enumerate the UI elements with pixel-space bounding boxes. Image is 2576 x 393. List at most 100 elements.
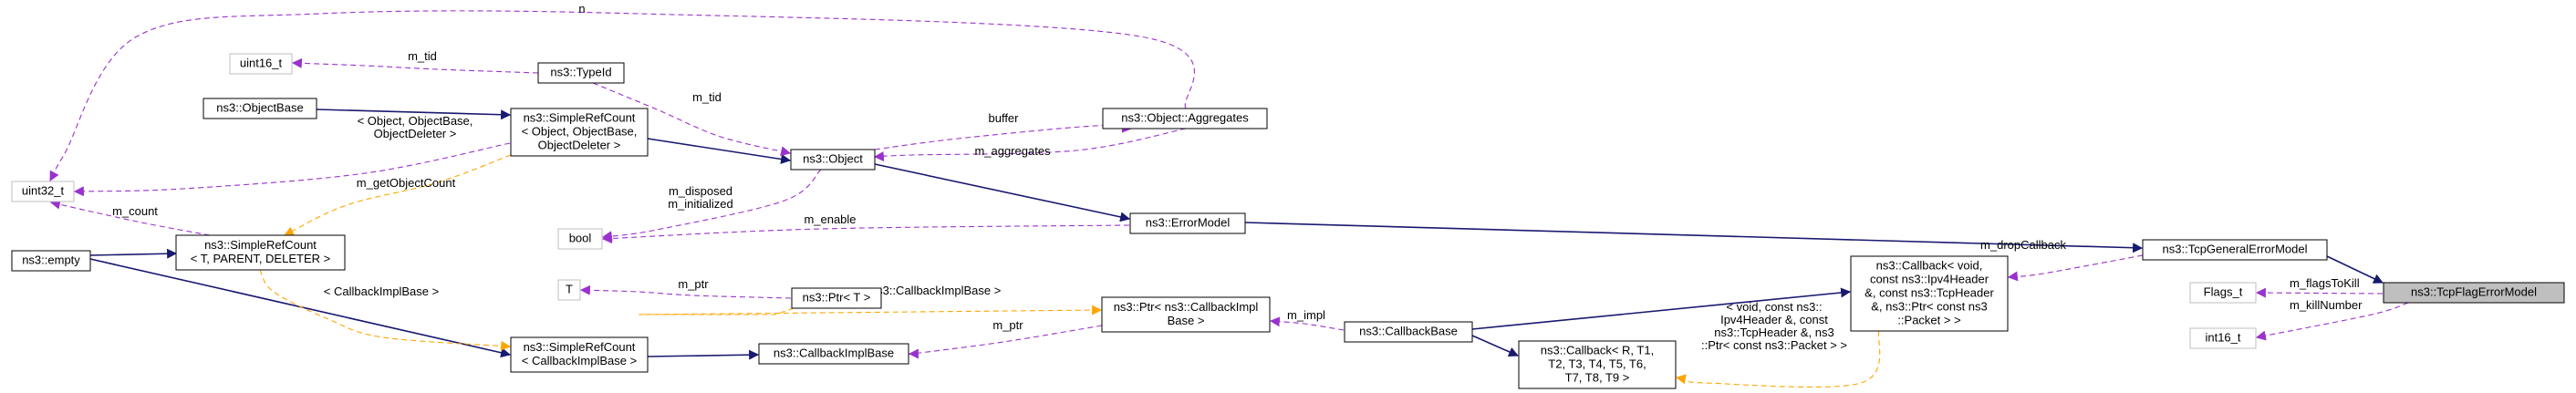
class-box [758,343,909,365]
edge-line [579,284,792,299]
class-name: uint32_t [22,184,65,198]
class-box [1344,321,1473,343]
edge-ptrcib-to-cbbase: m_impl [1269,308,1345,331]
class-node-flagst[interactable]: Flags_t [2189,282,2257,304]
class-name-line: ns3::SimpleRefCount [204,238,317,252]
class-node-tcpgeneral[interactable]: ns3::TcpGeneralErrorModel [2142,239,2328,261]
class-node-tnode[interactable]: T [557,279,581,301]
edge-line [647,138,792,164]
class-node-object[interactable]: ns3::Object [790,149,876,171]
edge-label: m_impl [1287,308,1325,322]
edge-label: m_flagsToKill [2290,276,2360,290]
edge-label-line: m_initialized [668,197,733,211]
class-node-srccib[interactable]: ns3::SimpleRefCount< CallbackImplBase > [510,336,649,373]
edge-line [2255,287,2384,298]
class-node-uint32[interactable]: uint32_t [11,181,75,202]
edge-line [638,305,1103,315]
class-node-cibase[interactable]: ns3::CallbackImplBase [758,343,909,365]
edge-line [2326,255,2384,284]
class-name-line: ns3::Ptr< ns3::CallbackImpl [1114,300,1259,314]
edge-label-line: m_impl [1287,308,1325,322]
edge-line [49,10,1195,181]
edge-line [592,82,792,157]
edge-cbvoid-to-tcpgeneral: m_dropCallback [1980,238,2144,282]
class-name-line: const ns3::Ipv4Header [1870,273,1989,286]
class-name-line: uint16_t [240,57,283,70]
class-node-typeid[interactable]: ns3::TypeId [537,62,625,84]
class-node-errormodel[interactable]: ns3::ErrorModel [1129,212,1246,234]
edge-cibase-to-ptrcib: m_ptr [904,318,1103,359]
class-name: ns3::empty [22,253,80,267]
class-node-uint16[interactable]: uint16_t [229,53,293,75]
class-node-ptrt[interactable]: ns3::Ptr< T > [791,287,882,309]
class-node-objectbase[interactable]: ns3::ObjectBase [203,98,317,119]
class-name: ns3::Callback< void,const ns3::Ipv4Heade… [1864,259,1994,327]
class-node-cbtpl[interactable]: ns3::Callback< R, T1,T2, T3, T4, T5, T6,… [1518,340,1677,389]
edge-objectbase-to-srcobj [316,109,512,120]
edge-cbbase-to-cbtpl [1471,335,1520,357]
edge-ptrt-to-ptrcib: < ns3::CallbackImplBase > [638,284,1103,315]
edge-label: m_getObjectCount [357,176,456,190]
class-name: ns3::TypeId [550,66,611,79]
nodes-layer: ns3::TcpFlagErrorModel ns3::TcpGeneralErr… [11,53,2565,389]
class-name-line: ns3::ObjectBase [216,101,303,115]
class-name-line: T7, T8, T9 > [1565,371,1630,385]
class-box [1102,108,1268,129]
class-node-tcpflag[interactable]: ns3::TcpFlagErrorModel [2383,282,2565,304]
edge-label-line: Ipv4Header &, const [1720,313,1828,326]
class-name-line: ns3::ErrorModel [1146,216,1231,230]
class-node-aggregates[interactable]: ns3::Object::Aggregates [1102,108,1268,129]
class-name-line: ObjectDeleter > [538,139,621,152]
class-node-cbvoid[interactable]: ns3::Callback< void,const ns3::Ipv4Heade… [1850,255,2009,332]
class-name-line: ns3::CallbackBase [1359,325,1458,338]
edge-line [904,325,1103,359]
edge-line [601,224,1130,244]
class-name-line: ns3::SimpleRefCount [524,111,636,125]
edge-label: < CallbackImplBase > [324,284,439,298]
class-name: int16_t [2205,331,2240,345]
class-box [1101,296,1271,333]
edge-line [316,109,512,120]
edge-label-line: n [578,2,585,16]
edge-label-line: m_aggregates [974,144,1051,158]
edge-line [284,154,512,236]
class-box [11,250,91,272]
edges-layer: < Object, ObjectBase,ObjectDeleter > < Ca… [49,2,2409,388]
edge-label: < ns3::CallbackImplBase > [860,284,1002,297]
class-node-bool[interactable]: bool [557,228,603,250]
edge-label: m_aggregates [974,144,1051,158]
edge-line [89,248,178,259]
edge-typeid-to-object: m_tid [592,82,792,157]
edge-label: m_enable [804,212,856,226]
class-box [1518,340,1677,389]
class-node-cbbase[interactable]: ns3::CallbackBase [1344,321,1473,343]
edge-line [259,269,512,351]
class-name: ns3::Ptr< T > [803,291,871,305]
edge-label: m_killNumber [2290,298,2363,312]
edge-label-line: m_flagsToKill [2290,276,2360,290]
edge-label: m_tid [408,49,437,63]
edge-label-line: < ns3::CallbackImplBase > [860,284,1002,297]
edge-label-line: m_ptr [992,318,1023,332]
edge-line [873,128,1187,162]
edge-label-line: ::Ptr< const ns3::Packet > > [1701,338,1847,352]
edge-label-line: m_getObjectCount [357,176,456,190]
edge-line [1675,330,1881,388]
class-name: ns3::ObjectBase [216,101,303,115]
class-node-int16[interactable]: int16_t [2189,327,2257,349]
class-node-srcobj[interactable]: ns3::SimpleRefCount< Object, ObjectBase,… [510,108,649,157]
class-node-empty[interactable]: ns3::empty [11,250,91,272]
class-name-line: < Object, ObjectBase, [522,125,638,139]
class-name-line: ns3::Object::Aggregates [1121,111,1249,125]
edge-label-line: m_tid [408,49,437,63]
edge-label-line: m_tid [692,90,722,104]
edge-cbbase-to-cbvoid [1471,287,1852,330]
class-name: bool [569,232,592,245]
class-box [557,228,603,250]
edge-srctpl-to-srccib: < CallbackImplBase > [259,269,512,351]
class-name-line: Flags_t [2204,285,2243,299]
class-node-srctpl[interactable]: ns3::SimpleRefCount< T, PARENT, DELETER … [175,234,346,271]
